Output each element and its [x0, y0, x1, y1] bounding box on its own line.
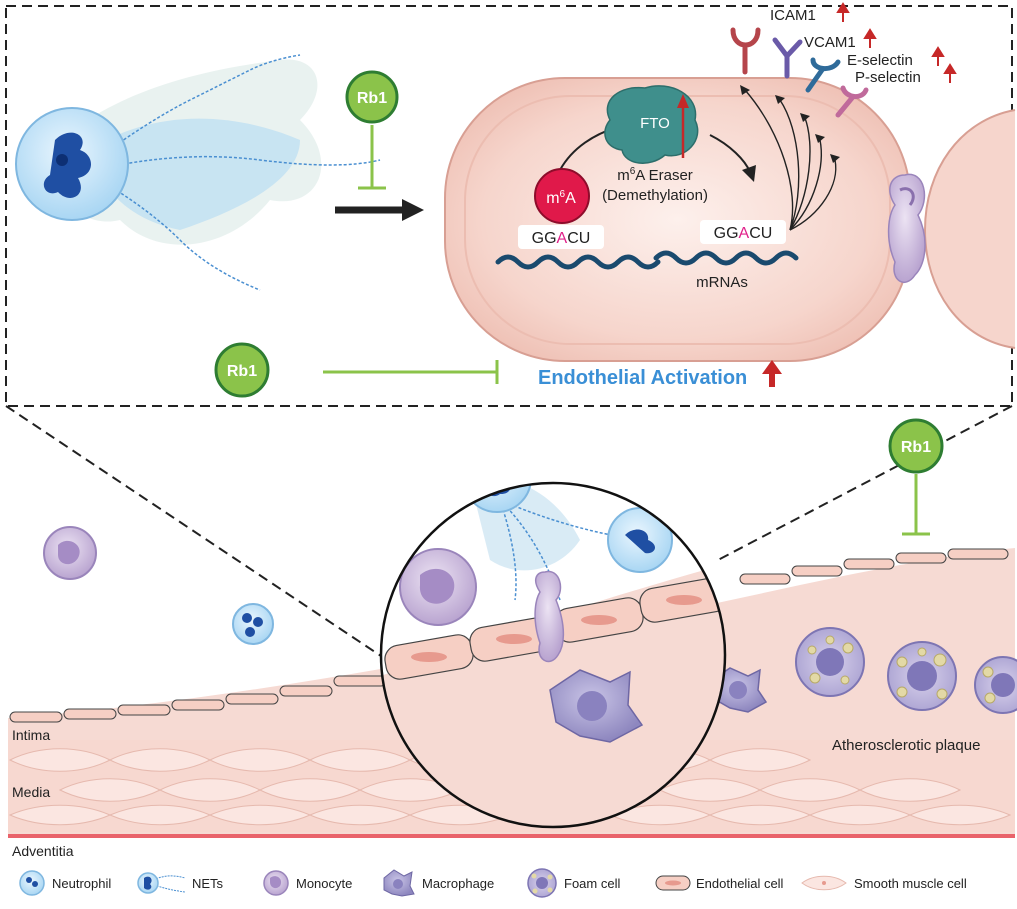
media-label: Media	[12, 784, 50, 800]
molecule-labels: ICAM1 VCAM1 E-selectin P-selectin	[770, 7, 921, 86]
svg-text:ICAM1: ICAM1	[770, 7, 816, 24]
net-neutrophil	[15, 54, 381, 291]
rb1-badge-vessel: Rb1	[888, 418, 944, 474]
svg-text:m6A: m6A	[546, 189, 576, 207]
m6a-mark: m6A	[534, 168, 590, 224]
svg-text:Neutrophil: Neutrophil	[52, 876, 111, 891]
zoom-circle	[379, 481, 727, 829]
fto-enzyme: FTO	[604, 85, 699, 164]
legend-item-foam-cell: Foam cell	[527, 868, 620, 898]
legend-item-neutrophil: Neutrophil	[19, 870, 111, 896]
svg-text:Macrophage: Macrophage	[422, 876, 494, 891]
svg-text:Rb1: Rb1	[901, 439, 931, 456]
mrna-left	[495, 254, 661, 270]
svg-text:NETs: NETs	[192, 876, 224, 891]
svg-text:Foam cell: Foam cell	[564, 876, 620, 891]
svg-text:Rb1: Rb1	[227, 363, 257, 380]
foam-cell-1	[795, 627, 865, 697]
mrna-right	[653, 250, 799, 266]
rb1-badge-top: Rb1	[345, 70, 399, 124]
svg-text:Endothelial cell: Endothelial cell	[696, 876, 784, 891]
fto-up-arrow	[677, 94, 689, 158]
sequence-right: GGACU	[714, 225, 773, 242]
svg-text:FTO: FTO	[640, 115, 670, 132]
activation-up-arrow	[762, 360, 782, 387]
foam-cell-2	[887, 641, 957, 711]
expression-arrows	[744, 89, 837, 231]
svg-text:Rb1: Rb1	[357, 90, 387, 107]
legend-item-endothelial-cell: Endothelial cell	[655, 875, 784, 891]
legend: Neutrophil NETs Monocyte Macrophage Foam…	[19, 868, 967, 898]
demethylation-label: (Demethylation)	[602, 187, 708, 204]
endothelial-lining	[9, 548, 1009, 723]
legend-item-smooth-muscle-cell: Smooth muscle cell	[801, 875, 967, 891]
plaque-label: Atherosclerotic plaque	[832, 737, 980, 754]
transmigrating-monocyte-inset	[887, 173, 926, 283]
activation-arrow	[335, 199, 424, 221]
lumen-neutrophil	[232, 603, 274, 645]
mrnas-label: mRNAs	[696, 274, 748, 291]
eraser-label: m6A Eraser	[617, 166, 693, 184]
lumen-monocyte	[43, 526, 97, 580]
legend-item-monocyte: Monocyte	[263, 870, 352, 896]
endothelial-activation-label: Endothelial Activation	[538, 367, 747, 389]
foam-cell-3	[974, 656, 1017, 714]
adventitia-label: Adventitia	[12, 843, 74, 859]
plaque-macrophage	[711, 667, 768, 713]
e-selectin-receptor	[805, 57, 841, 93]
p-selectin-receptor	[835, 85, 869, 118]
svg-text:Smooth muscle cell: Smooth muscle cell	[854, 876, 967, 891]
zoom-line-right	[717, 405, 1013, 561]
svg-text:E-selectin: E-selectin	[847, 52, 913, 69]
svg-text:P-selectin: P-selectin	[855, 69, 921, 86]
zoom-line-left	[5, 405, 391, 663]
molecule-up-arrows	[836, 2, 957, 83]
intima-label: Intima	[12, 727, 50, 743]
sequence-left: GGACU	[532, 230, 591, 247]
legend-item-nets: NETs	[137, 872, 224, 894]
vcam1-receptor	[772, 37, 803, 79]
svg-text:Monocyte: Monocyte	[296, 876, 352, 891]
endothelial-cell-neighbor	[923, 109, 1016, 349]
legend-item-macrophage: Macrophage	[383, 869, 494, 897]
rb1-badge-bottom: Rb1	[214, 342, 270, 398]
icam1-receptor	[730, 27, 761, 75]
svg-text:VCAM1: VCAM1	[804, 34, 856, 51]
